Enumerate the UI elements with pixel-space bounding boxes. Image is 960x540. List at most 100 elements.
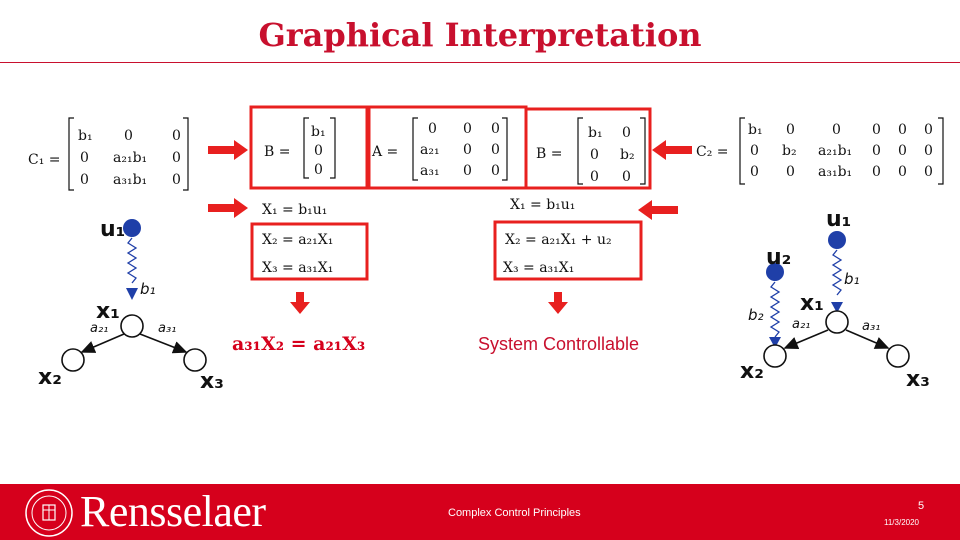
svg-text:b₂: b₂ [782, 143, 797, 159]
svg-text:0: 0 [872, 143, 881, 159]
left-pointer-arrows [208, 140, 248, 218]
right-x2-label: x₂ [740, 359, 764, 384]
a-bracket-r [502, 117, 508, 181]
left-eq-box [250, 222, 369, 281]
left-b1-arrowhead [126, 288, 138, 300]
svg-text:0: 0 [786, 122, 795, 138]
svg-text:0: 0 [898, 122, 907, 138]
svg-text:0: 0 [924, 143, 933, 159]
a-label: A = [371, 144, 398, 160]
svg-text:0: 0 [622, 125, 631, 141]
right-eq-x3: X₃ = a₃₁X₁ [503, 260, 574, 276]
left-u1-node [123, 219, 141, 237]
svg-text:0: 0 [314, 143, 323, 159]
svg-text:0: 0 [172, 128, 181, 144]
svg-text:0: 0 [750, 143, 759, 159]
svg-text:0: 0 [428, 121, 437, 137]
left-x1-label: x₁ [96, 299, 120, 324]
c2-bracket-r [938, 117, 944, 185]
svg-text:0: 0 [832, 122, 841, 138]
rensselaer-seal-icon [25, 489, 73, 537]
svg-text:0: 0 [491, 121, 500, 137]
svg-text:0: 0 [750, 164, 759, 180]
page-number: 5 [918, 500, 925, 512]
svg-text:0: 0 [924, 122, 933, 138]
svg-text:a₃₁b₁: a₃₁b₁ [818, 164, 852, 180]
b-left-label: B = [264, 144, 290, 160]
svg-text:a₂₁b₁: a₂₁b₁ [113, 150, 147, 166]
right-edge-x1-x2 [783, 329, 829, 349]
b-right-box [524, 107, 652, 190]
right-u2-node [766, 263, 784, 281]
brand-wordmark: Rensselaer [80, 487, 266, 536]
svg-text:0: 0 [172, 172, 181, 188]
right-a21-label: a₂₁ [792, 317, 810, 332]
svg-text:a₂₁: a₂₁ [420, 142, 440, 158]
svg-text:0: 0 [80, 172, 89, 188]
svg-text:0: 0 [872, 164, 881, 180]
svg-text:a₃₁: a₃₁ [420, 163, 440, 179]
right-b1-arrowhead [831, 302, 843, 313]
left-x1-node [120, 314, 144, 338]
b-right-bracket-l [577, 117, 583, 185]
slide-title: Graphical Interpretation [258, 16, 702, 54]
right-b2-spring [769, 281, 781, 338]
left-x2-node [61, 348, 85, 372]
svg-text:0: 0 [622, 169, 631, 185]
svg-text:b₁: b₁ [748, 122, 763, 138]
left-edge-x1-x3 [139, 333, 188, 354]
footer-date: 11/3/2020 [884, 518, 919, 527]
svg-text:0: 0 [463, 121, 472, 137]
right-eq-x2: X₂ = a₂₁X₁ + u₂ [505, 232, 612, 248]
c1-label: C₁ = [28, 152, 61, 168]
right-graph: u₁ b₁ u₂ b₂ x₁ a₂₁ a₃₁ x₂ x₃ [740, 207, 930, 392]
footer-bar [0, 484, 960, 540]
title-divider [0, 62, 960, 63]
svg-text:0: 0 [463, 142, 472, 158]
down-arrows [290, 292, 568, 314]
right-edge-x1-x3 [845, 329, 890, 349]
left-b1-label: b₁ [140, 280, 156, 298]
left-a21-label: a₂₁ [90, 321, 108, 336]
left-eq-x2: X₂ = a₂₁X₁ [262, 232, 333, 248]
right-x2-node [763, 344, 787, 368]
right-x3-node [886, 344, 910, 368]
b-left-bracket-l [303, 117, 309, 179]
b-left-bracket-r [330, 117, 336, 179]
svg-text:0: 0 [124, 128, 133, 144]
right-eq-x1: X₁ = b₁u₁ [510, 197, 575, 213]
right-u1-label: u₁ [826, 207, 851, 232]
left-x3-label: x₃ [200, 369, 224, 394]
left-a31-label: a₃₁ [158, 321, 176, 336]
left-edge-x1-x2 [80, 333, 125, 353]
right-a31-label: a₃₁ [862, 319, 880, 334]
footer-course-title: Complex Control Principles [448, 507, 581, 519]
b-right-label: B = [536, 146, 562, 162]
svg-text:b₁: b₁ [588, 125, 603, 141]
svg-text:0: 0 [80, 150, 89, 166]
result-equation: a₃₁X₂ = a₂₁X₃ [232, 333, 365, 355]
left-u1-label: u₁ [100, 217, 125, 242]
b-left-box [249, 105, 369, 190]
svg-text:0: 0 [898, 143, 907, 159]
left-graph: u₁ b₁ x₁ a₂₁ a₃₁ x₂ x₃ [38, 217, 224, 394]
svg-text:b₁: b₁ [311, 124, 326, 140]
left-eq-x3: X₃ = a₃₁X₁ [262, 260, 333, 276]
svg-text:0: 0 [491, 142, 500, 158]
b-right-bracket-r [640, 117, 646, 185]
right-eq-box [493, 220, 643, 281]
svg-text:0: 0 [786, 164, 795, 180]
left-x3-node [183, 348, 207, 372]
right-x1-node [825, 310, 849, 334]
svg-text:0: 0 [172, 150, 181, 166]
system-controllable-label: System Controllable [478, 334, 639, 354]
c2-bracket-l [739, 117, 745, 185]
svg-text:0: 0 [872, 122, 881, 138]
c1-bracket-left [68, 117, 74, 191]
right-u2-label: u₂ [766, 245, 791, 270]
